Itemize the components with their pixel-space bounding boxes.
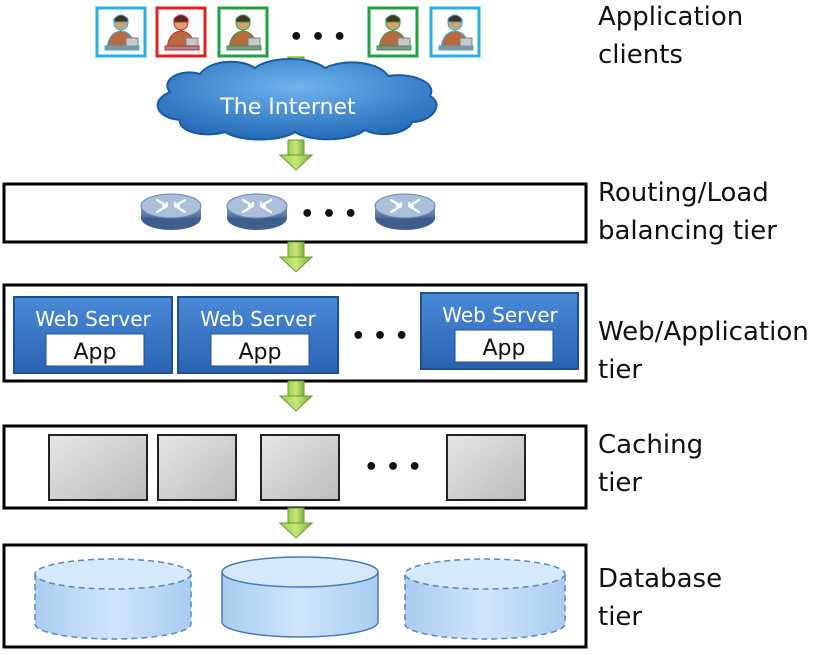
- app-label: App: [239, 340, 282, 365]
- client-icon: [429, 6, 481, 58]
- app-label: App: [483, 336, 526, 361]
- cache-server-box: [260, 434, 340, 501]
- web-application-tier: Web Server App Web Server App • • • Web …: [2, 283, 588, 383]
- routing-tier-box: [2, 182, 588, 244]
- label-line: balancing tier: [598, 216, 777, 246]
- arrow-down: [279, 139, 313, 171]
- client-icon: [217, 6, 269, 58]
- cloud-icon: [156, 58, 438, 141]
- database-cylinder-icon: [404, 558, 566, 640]
- internet-cloud: The Internet: [156, 58, 438, 141]
- arrow-down: [279, 507, 313, 539]
- label-line: Application: [598, 2, 744, 32]
- label-line: Caching: [598, 430, 704, 460]
- client-icon: [95, 6, 147, 58]
- database-cylinder-icon: [34, 558, 192, 640]
- label-line: tier: [598, 602, 643, 632]
- database-tier: [2, 543, 588, 649]
- client-icon: [367, 6, 419, 58]
- app-label: App: [74, 340, 117, 365]
- cache-server-box: [446, 434, 526, 501]
- web-ellipsis: • • •: [351, 324, 409, 349]
- routing-tier: • • •: [2, 182, 588, 244]
- label-application-clients: Application clients: [598, 0, 743, 74]
- label-line: Routing/Load: [598, 178, 769, 208]
- application-clients: • • •: [95, 6, 481, 58]
- client-icon: [155, 6, 207, 58]
- internet-label: The Internet: [219, 95, 356, 120]
- label-line: Database: [598, 564, 723, 594]
- web-server-title: Web Server: [35, 307, 151, 331]
- router-icon: [373, 192, 437, 232]
- label-database-tier: Database tier: [598, 560, 722, 636]
- caching-tier: • • •: [2, 424, 588, 510]
- database-cylinder-icon: [221, 556, 379, 638]
- web-server: Web Server App: [177, 296, 339, 374]
- label-routing-tier: Routing/Load balancing tier: [598, 174, 777, 250]
- clients-ellipsis: • • •: [289, 25, 347, 50]
- web-server-title: Web Server: [442, 303, 558, 327]
- label-line: tier: [598, 355, 643, 385]
- web-server-title: Web Server: [200, 307, 316, 331]
- routing-ellipsis: • • •: [300, 202, 358, 227]
- router-icon: [225, 192, 289, 232]
- caching-ellipsis: • • •: [364, 455, 422, 480]
- label-web-tier: Web/Application tier: [598, 313, 809, 389]
- label-line: clients: [598, 40, 683, 70]
- cache-server-box: [48, 434, 148, 501]
- web-server: Web Server App: [13, 296, 173, 374]
- web-server: Web Server App: [420, 292, 579, 370]
- router-icon: [139, 192, 203, 232]
- label-caching-tier: Caching tier: [598, 426, 703, 502]
- cache-server-box: [157, 434, 237, 501]
- label-line: Web/Application: [598, 317, 809, 347]
- arrow-down: [279, 380, 313, 412]
- arrow-down: [279, 241, 313, 273]
- label-line: tier: [598, 468, 643, 498]
